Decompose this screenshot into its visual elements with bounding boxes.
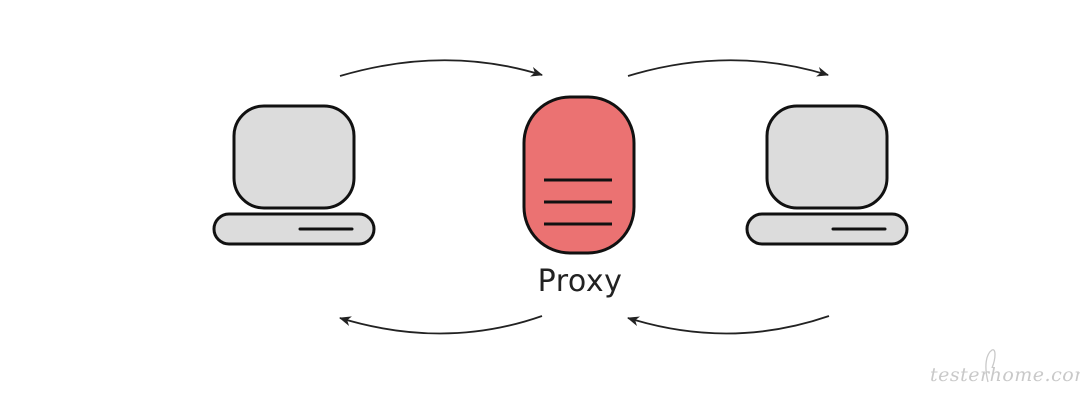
- arrow-proxy-to-server: [627, 59, 829, 77]
- computer-icon: [745, 104, 909, 246]
- arrow-proxy-to-client: [339, 315, 543, 335]
- server-icon: [522, 95, 636, 255]
- arrow-client-to-proxy: [339, 59, 543, 77]
- watermark-text: testerhome.com: [930, 364, 1080, 386]
- watermark-flourish: [985, 349, 996, 383]
- computer-icon: [212, 104, 376, 246]
- arrow-server-to-proxy: [627, 315, 830, 335]
- watermark: testerhome.com: [926, 344, 1080, 394]
- proxy-label: Proxy: [537, 264, 623, 299]
